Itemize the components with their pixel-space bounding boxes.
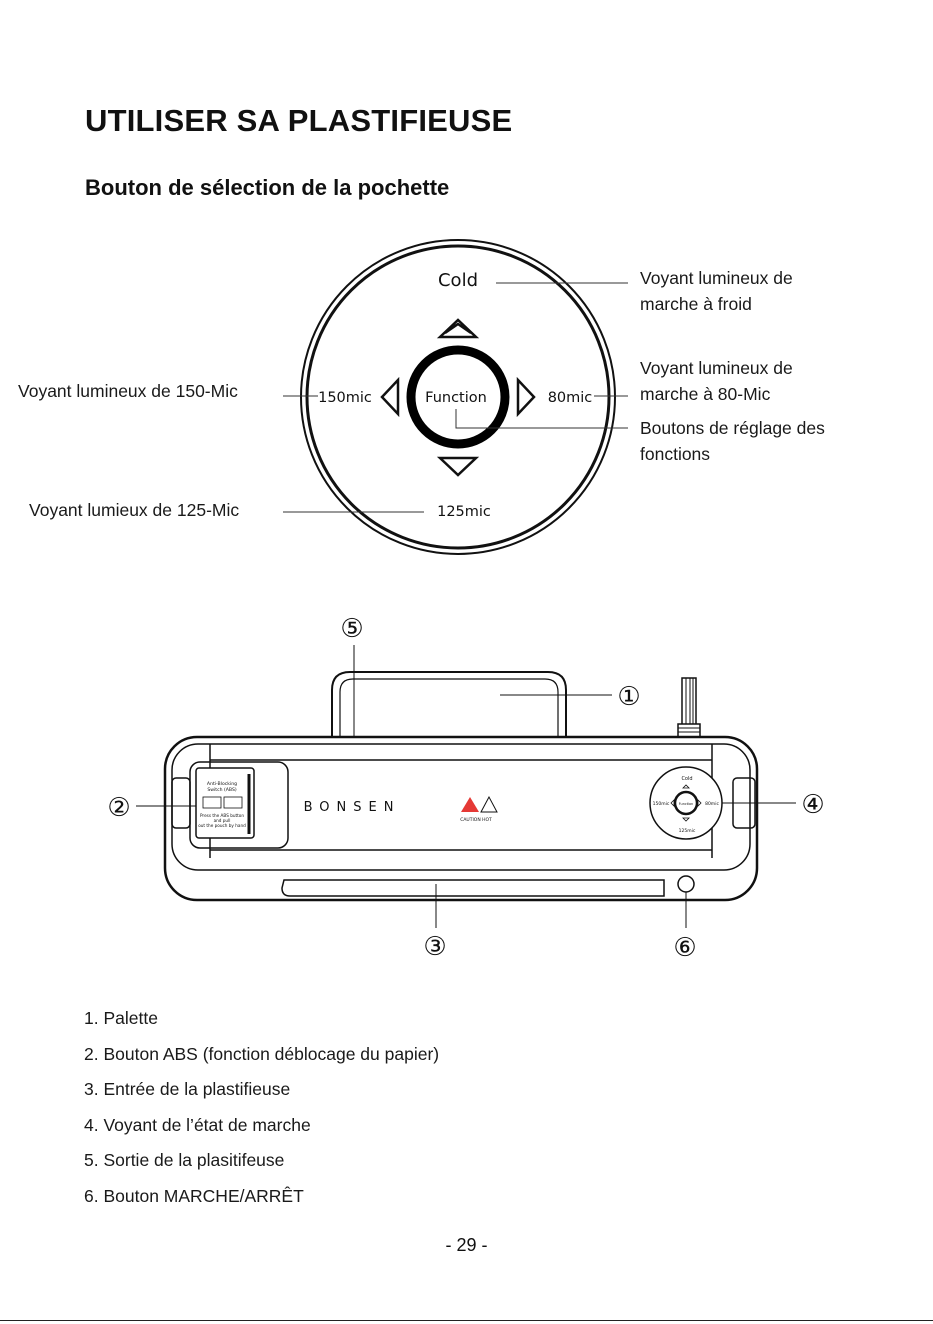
callout-function-line2: fonctions (640, 443, 711, 464)
control-dial-diagram: Cold 150mic Function 80mic 125mic (283, 239, 628, 555)
cold-indicator-label: Cold (438, 270, 478, 291)
tray-inner (339, 678, 559, 738)
abs-button[interactable] (195, 767, 255, 839)
150mic-indicator-label: 150mic (318, 390, 372, 406)
function-label: Function (425, 390, 487, 406)
mini-function-button[interactable] (673, 790, 699, 816)
125mic-indicator-label: 125mic (437, 504, 491, 520)
marker-2: ② (107, 793, 130, 823)
section-title: Bouton de sélection de la pochette (85, 175, 450, 200)
right-arrow-icon[interactable] (516, 376, 536, 418)
left-side-panel (171, 777, 191, 829)
left-arrow-icon[interactable] (380, 376, 400, 418)
caution-symbol-icon (480, 795, 498, 813)
abs-text-1: Anti-Blocking (207, 781, 237, 787)
footer-divider (0, 1320, 933, 1321)
hot-surface-warning-icon (461, 797, 479, 812)
laminator-body (163, 735, 759, 902)
callout-150mic: Voyant lumineux de 150-Mic (18, 381, 238, 401)
abs-text-5: out the pouch by hand (198, 823, 246, 828)
marker-5: ⑤ (340, 614, 363, 644)
abs-text-2: Switch (ABS) (207, 787, 237, 793)
abs-hand-icon-2 (223, 796, 243, 809)
page-number: - 29 - (445, 1235, 488, 1255)
function-leader-line (455, 409, 628, 429)
mini-80mic-label: 80mic (705, 801, 719, 807)
callout-80mic-line1: Voyant lumineux de (640, 358, 793, 378)
mini-cold-label: Cold (681, 776, 692, 782)
callout-80mic: Voyant lumineux de marche à 80-Mic (640, 356, 793, 407)
down-arrow-icon[interactable] (436, 456, 480, 477)
tray-outline (331, 671, 567, 738)
callout-80mic-line2: marche à 80-Mic (640, 383, 771, 404)
abs-hand-icon-1 (202, 796, 222, 809)
power-button[interactable] (677, 875, 695, 893)
legend-item: 2. Bouton ABS (fonction déblocage du pap… (84, 1043, 440, 1064)
callout-125mic: Voyant lumieux de 125-Mic (29, 500, 240, 520)
caution-text: CAUTION HOT (460, 817, 492, 823)
callout-cold-line1: Voyant lumineux de (640, 268, 793, 288)
mini-125mic-label: 125mic (679, 828, 696, 834)
laminator-diagram: Anti-Blocking Switch (ABS) Press the ABS… (107, 614, 824, 963)
80mic-indicator-label: 80mic (548, 390, 593, 406)
legend-item: 3. Entrée de la plastifieuse (84, 1079, 291, 1099)
entry-slot (281, 879, 665, 897)
abs-text-4: and pull (214, 818, 231, 823)
marker-4: ④ (801, 790, 824, 820)
up-arrow-icon[interactable] (436, 318, 480, 339)
legend-item: 6. Bouton MARCHE/ARRÊT (84, 1185, 304, 1206)
marker-3: ③ (423, 932, 446, 962)
mini-150mic-label: 150mic (653, 801, 670, 807)
dial-inner-ring (305, 244, 611, 550)
callout-cold-line2: marche à froid (640, 293, 752, 314)
legend-item: 4. Voyant de l’état de marche (84, 1114, 311, 1135)
dial-outer-ring (300, 239, 616, 555)
parts-legend: 1. Palette 2. Bouton ABS (fonction déblo… (84, 1005, 439, 1218)
mini-function-label: Function (679, 802, 693, 806)
power-cord (681, 677, 697, 727)
abs-text-3: Press the ABS button (200, 813, 244, 818)
page-title: UTILISER SA PLASTIFIEUSE (85, 103, 513, 138)
marker-1: ① (617, 682, 640, 712)
legend-item: 5. Sortie de la plasitifeuse (84, 1150, 285, 1170)
legend-item: 1. Palette (84, 1008, 158, 1028)
marker-6: ⑥ (673, 933, 696, 963)
callout-function: Boutons de réglage des fonctions (640, 416, 825, 467)
callout-function-line1: Boutons de réglage des (640, 418, 825, 438)
callout-cold: Voyant lumineux de marche à froid (640, 266, 793, 317)
function-button-ring[interactable] (406, 345, 510, 449)
brand-logo: BONSEN (304, 800, 401, 815)
